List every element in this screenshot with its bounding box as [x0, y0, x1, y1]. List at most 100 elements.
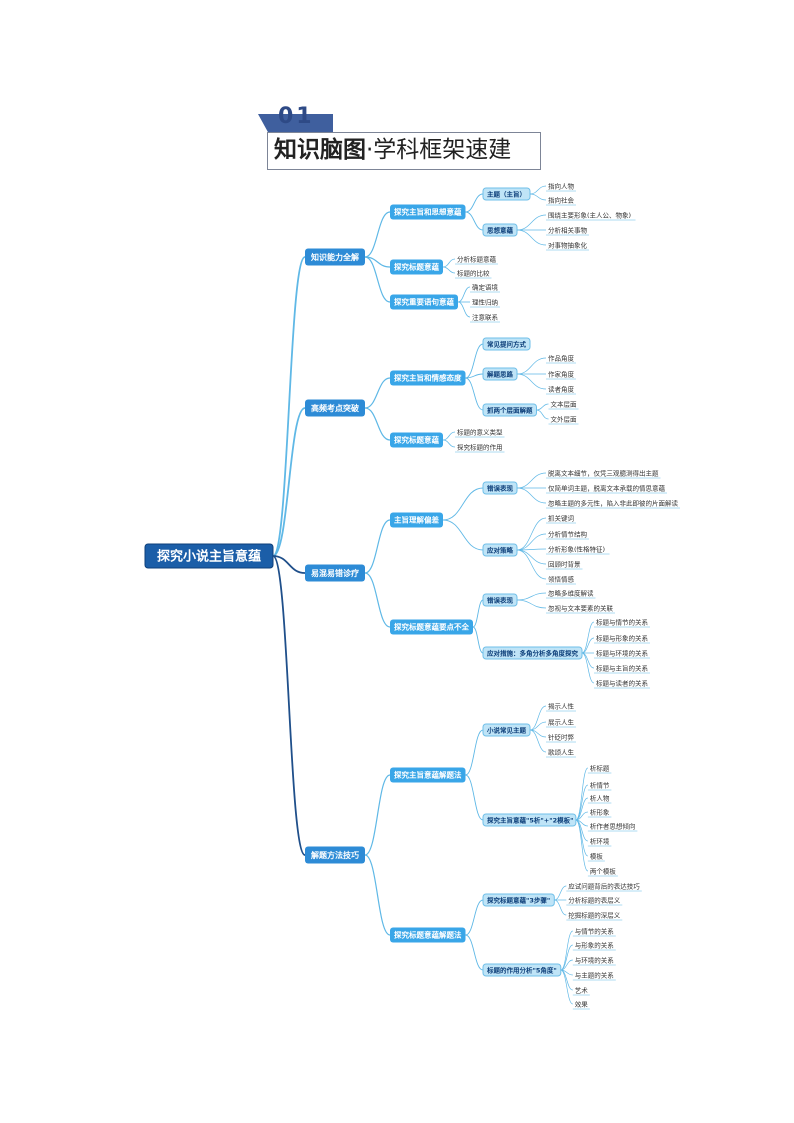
connector-line	[465, 211, 484, 231]
connector-line	[516, 214, 547, 231]
level2-node: 探究主旨意蕴解题法	[390, 767, 466, 783]
section-title-box	[267, 132, 541, 170]
connector-line	[465, 373, 484, 379]
level2-node: 探究主旨和情感态度	[390, 370, 466, 386]
level1-node-box	[305, 564, 365, 582]
connector-line	[560, 969, 574, 1005]
level3-node-label: 常见提问方式	[487, 339, 527, 348]
connector-line	[529, 185, 547, 195]
level3-node: 探究主旨意蕴"5析"+"2模板"	[482, 813, 577, 827]
connector-line	[536, 409, 549, 420]
level1-node-box	[305, 399, 365, 417]
connector-line	[442, 258, 456, 268]
connector-line	[465, 899, 484, 936]
leaf-node: 抓关键词	[548, 514, 574, 523]
level3-node: 小说常见主题	[482, 723, 531, 737]
level1-node-label: 知识能力全解	[311, 252, 359, 262]
level2-node-box	[390, 432, 443, 448]
level3-node-label: 抓两个层面解题	[487, 405, 533, 414]
connector-line	[465, 193, 484, 213]
level1-node-box	[305, 846, 365, 864]
leaf-node: 围绕主要形象(主人公、物象)	[548, 211, 631, 220]
leaf-node: 与主题的关系	[575, 971, 615, 980]
level3-node-label: 思想意蕴	[487, 225, 514, 234]
leaf-node: 理性归纳	[472, 298, 498, 307]
level3-node-label: 标题的作用分析"5角度"	[486, 965, 557, 974]
connector-line	[272, 555, 306, 856]
level2-node-label: 探究主旨和思想意蕴	[394, 207, 462, 217]
leaf-node: 探究标题的作用	[457, 443, 503, 452]
level3-node: 标题的作用分析"5角度"	[482, 963, 562, 977]
connector-line	[575, 784, 589, 821]
leaf-node: 读者角度	[548, 385, 575, 394]
leaf-node: 标题的比较	[457, 269, 490, 278]
connector-line	[442, 519, 484, 551]
connector-line	[529, 721, 547, 731]
leaf-node: 析情节	[590, 781, 610, 790]
connector-line	[364, 256, 391, 303]
leaf-node: 模板	[590, 852, 604, 861]
leaf-node: 两个模板	[590, 867, 617, 876]
connector-line	[529, 729, 547, 753]
level3-node-label: 探究主旨意蕴"5析"+"2模板"	[487, 815, 574, 824]
connector-line	[581, 621, 595, 654]
leaf-node: 应试问题背后的表达技巧	[568, 882, 640, 891]
connector-line	[364, 377, 391, 409]
level2-node: 探究标题意蕴解题法	[390, 927, 466, 943]
connector-line	[516, 472, 547, 489]
connector-line	[272, 555, 306, 574]
connector-line	[529, 705, 547, 731]
leaf-node: 标题的意义类型	[457, 428, 503, 437]
connector-line	[457, 301, 471, 318]
connector-line	[442, 487, 484, 521]
connector-line	[472, 599, 484, 628]
connector-line	[516, 533, 547, 551]
connector-line	[364, 774, 391, 856]
level2-node-box	[390, 294, 458, 310]
level2-node-label: 探究标题意蕴	[394, 435, 439, 445]
connector-line	[364, 572, 391, 628]
level2-node-label: 探究主旨和情感态度	[394, 373, 462, 383]
leaf-node: 忽略多维度解读	[548, 589, 594, 598]
connector-line	[442, 439, 456, 448]
level2-node-box	[390, 619, 473, 635]
leaf-node: 标题与形象的关系	[596, 634, 649, 643]
leaf-node: 分析标题的表层义	[568, 896, 621, 905]
connector-line	[529, 193, 547, 201]
section-title-rest: ·学科框架速建	[366, 137, 512, 163]
leaf-node: 与形象的关系	[575, 941, 615, 950]
section-number: 01	[278, 104, 315, 129]
leaf-node: 析作者思想倾向	[590, 822, 636, 831]
level3-node: 解题思路	[482, 367, 518, 381]
leaf-node: 对事物抽象化	[548, 241, 588, 250]
connector-line	[465, 377, 484, 411]
leaf-node: 指向人物	[548, 182, 575, 191]
connector-line	[560, 959, 573, 971]
level2-node-box	[390, 767, 466, 783]
leaf-node: 针砭时弊	[548, 733, 575, 742]
leaf-node: 忽视与文本要素的关联	[548, 604, 614, 613]
level1-node-label: 高频考点突破	[311, 403, 359, 413]
level3-node-label: 探究标题意蕴"3步骤"	[487, 895, 550, 904]
level1-node-label: 解题方法技巧	[311, 850, 359, 860]
level1-node: 解题方法技巧	[305, 846, 365, 864]
connector-line	[536, 403, 549, 411]
leaf-node: 文外层面	[551, 415, 578, 424]
level2-node: 探究标题意蕴	[390, 432, 443, 448]
section-header: 01 知识脑图·学科框架速建	[250, 104, 545, 170]
level3-node-label: 主题（主旨）	[487, 189, 526, 198]
level2-node: 探究标题意蕴	[390, 259, 443, 275]
connector-line	[364, 407, 391, 441]
leaf-node: 析环境	[590, 837, 610, 846]
level2-node: 探究标题意蕴要点不全	[390, 619, 473, 635]
level3-node: 抓两个层面解题	[482, 403, 537, 417]
connector-line	[516, 599, 547, 609]
connector-line	[465, 729, 484, 776]
level2-node: 探究重要语句意蕴	[390, 294, 458, 310]
leaf-node: 脱离文本细节，仅凭三观臆测得出主题	[548, 469, 659, 478]
leaf-node: 标题与主旨的关系	[596, 664, 649, 673]
leaf-node: 确定语境	[472, 283, 499, 292]
leaf-node: 与情节的关系	[575, 927, 615, 936]
